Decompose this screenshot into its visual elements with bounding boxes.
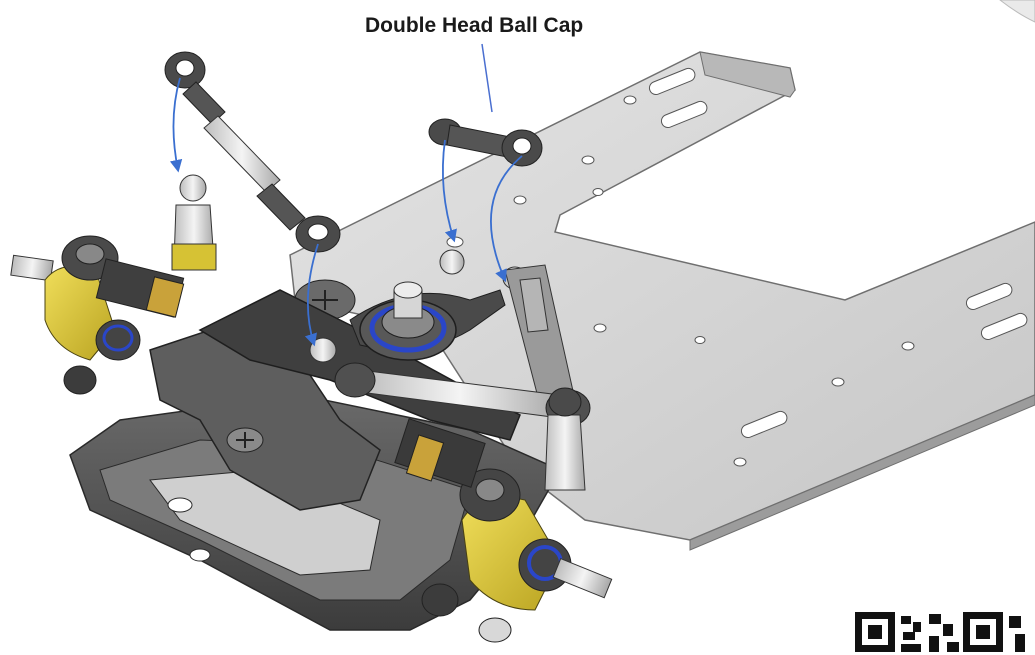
servo-saver	[359, 281, 457, 361]
left-ball-stud	[171, 174, 217, 271]
right-ball-stud	[544, 387, 586, 491]
callout-leader-line	[481, 43, 493, 113]
page-curl-icon	[999, 0, 1035, 23]
callout-label: Double Head Ball Cap	[365, 14, 584, 37]
right-knuckle	[394, 418, 613, 643]
left-knuckle	[10, 235, 185, 395]
chassis-plate	[289, 51, 1035, 551]
assembly-arrows	[169, 77, 523, 347]
turnbuckle-exploded	[164, 51, 341, 253]
qr-code-icon	[855, 608, 1035, 655]
steering-post	[504, 264, 576, 406]
double-head-ball-cap	[428, 118, 543, 167]
